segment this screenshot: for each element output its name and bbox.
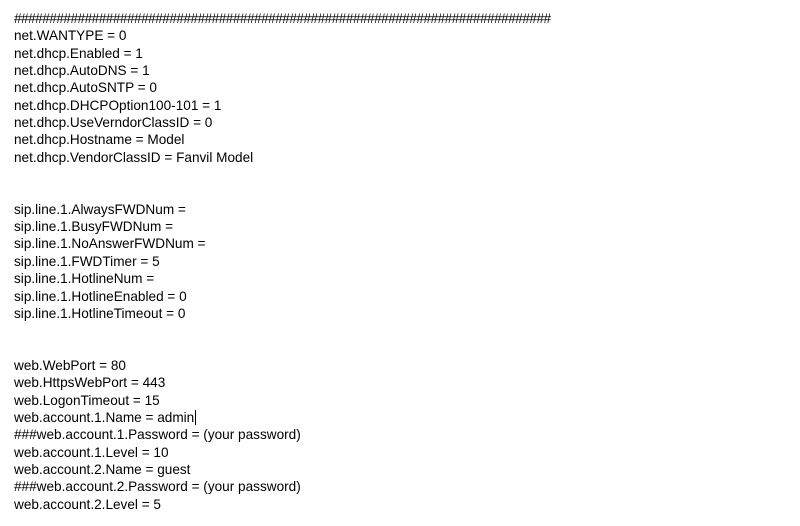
text-line: net.dhcp.AutoSNTP = 0 — [14, 80, 157, 96]
text-line: net.dhcp.AutoDNS = 1 — [14, 63, 150, 79]
text-line: ###web.account.2.Password = (your passwo… — [14, 479, 301, 495]
blank-line — [14, 183, 794, 200]
text-line: web.account.1.Name = admin — [14, 409, 195, 425]
blank-line — [14, 340, 794, 357]
text-line: net.WANTYPE = 0 — [14, 28, 127, 44]
text-line: sip.line.1.NoAnswerFWDNum = — [14, 236, 206, 252]
text-cursor — [195, 409, 197, 425]
text-line: sip.line.1.HotlineNum = — [14, 271, 155, 287]
text-line: web.account.2.Level = 5 — [14, 496, 161, 512]
separator-line: ########################################… — [14, 11, 551, 26]
blank-line — [14, 166, 794, 183]
text-line: sip.line.1.HotlineEnabled = 0 — [14, 288, 187, 304]
blank-line — [14, 322, 794, 339]
text-line: net.dhcp.UseVerndorClassID = 0 — [14, 115, 213, 131]
text-line: sip.line.1.HotlineTimeout = 0 — [14, 305, 186, 321]
text-line: sip.line.1.FWDTimer = 5 — [14, 253, 160, 269]
text-line: web.account.1.Level = 10 — [14, 444, 169, 460]
text-line: net.dhcp.VendorClassID = Fanvil Model — [14, 149, 254, 165]
text-line: net.dhcp.Hostname = Model — [14, 132, 185, 148]
text-line: net.dhcp.Enabled = 1 — [14, 45, 143, 61]
text-line: net.dhcp.DHCPOption100-101 = 1 — [14, 97, 222, 113]
text-line: web.account.2.Name = guest — [14, 461, 191, 477]
text-line: sip.line.1.AlwaysFWDNum = — [14, 201, 186, 217]
text-line: web.WebPort = 80 — [14, 357, 126, 373]
text-line: web.LogonTimeout = 15 — [14, 392, 160, 408]
text-line: ###web.account.1.Password = (your passwo… — [14, 427, 301, 443]
text-line: web.HttpsWebPort = 443 — [14, 375, 166, 391]
text-line-with-cursor: web.account.1.Name = admin — [14, 409, 794, 426]
config-text-content[interactable]: ########################################… — [14, 10, 794, 513]
text-line: sip.line.1.BusyFWDNum = — [14, 219, 174, 235]
